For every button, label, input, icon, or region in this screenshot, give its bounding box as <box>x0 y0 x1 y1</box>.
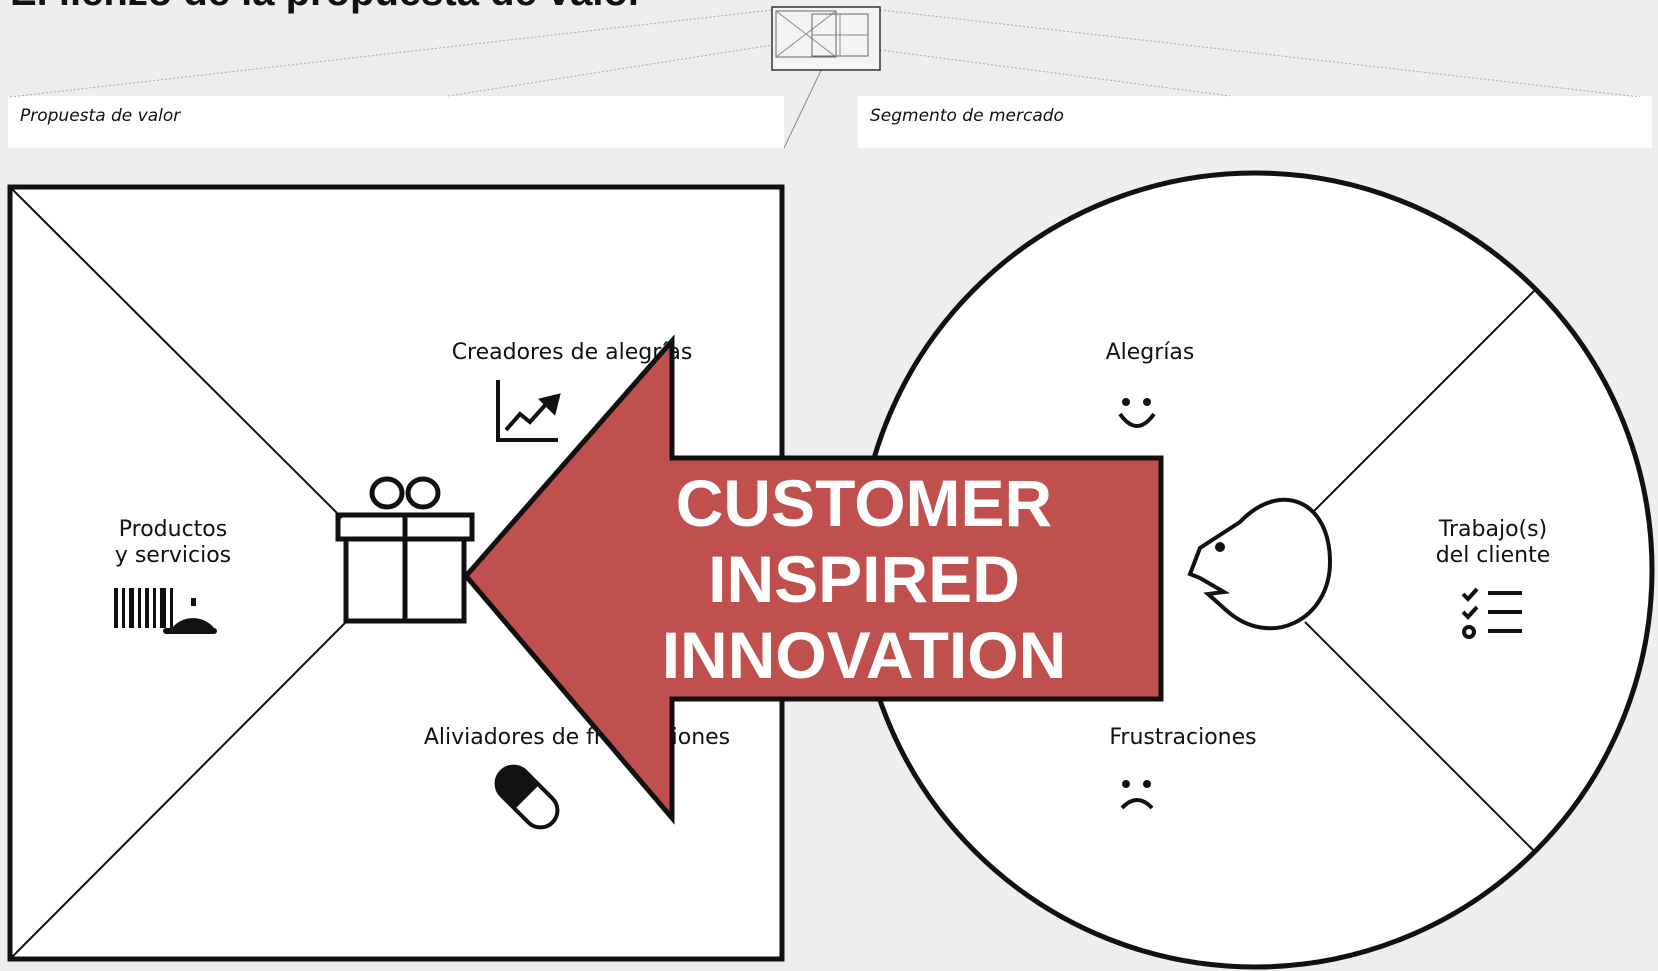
banner-line-1: CUSTOMER <box>676 466 1052 540</box>
banner-line-3: INNOVATION <box>662 618 1067 692</box>
products-services-label: Productos <box>119 517 227 542</box>
customer-inspired-innovation-arrow: CUSTOMER INSPIRED INNOVATION <box>462 334 1164 825</box>
banner-line-2: INSPIRED <box>708 542 1020 616</box>
page-title: El lienzo de la propuesta de valor <box>10 0 644 15</box>
value-proposition-label: Propuesta de valor <box>20 106 181 126</box>
pain-relievers-label: Aliviadores de frustraciones <box>424 725 730 750</box>
smile-icon <box>1118 398 1156 428</box>
customer-jobs-label: Trabajo(s) <box>1438 517 1547 542</box>
customer-face-icon <box>1187 497 1333 631</box>
checklist-icon <box>1461 587 1522 639</box>
products-services-label-line2: y servicios <box>115 543 231 568</box>
frown-icon <box>1120 780 1154 810</box>
pains-label: Frustraciones <box>1109 725 1256 750</box>
gift-icon <box>335 476 475 624</box>
canvas-thumbnail-icon <box>9 6 1641 149</box>
customer-jobs-label-line2: del cliente <box>1436 543 1551 568</box>
gains-label: Alegrías <box>1106 340 1195 365</box>
growth-chart-icon <box>496 380 561 442</box>
barcode-cloche-icon <box>114 588 217 634</box>
customer-segment-field[interactable]: Segmento de mercado <box>858 96 1652 148</box>
customer-segment-label: Segmento de mercado <box>870 106 1064 126</box>
pill-icon <box>494 764 560 830</box>
value-proposition-field[interactable]: Propuesta de valor <box>8 96 784 148</box>
